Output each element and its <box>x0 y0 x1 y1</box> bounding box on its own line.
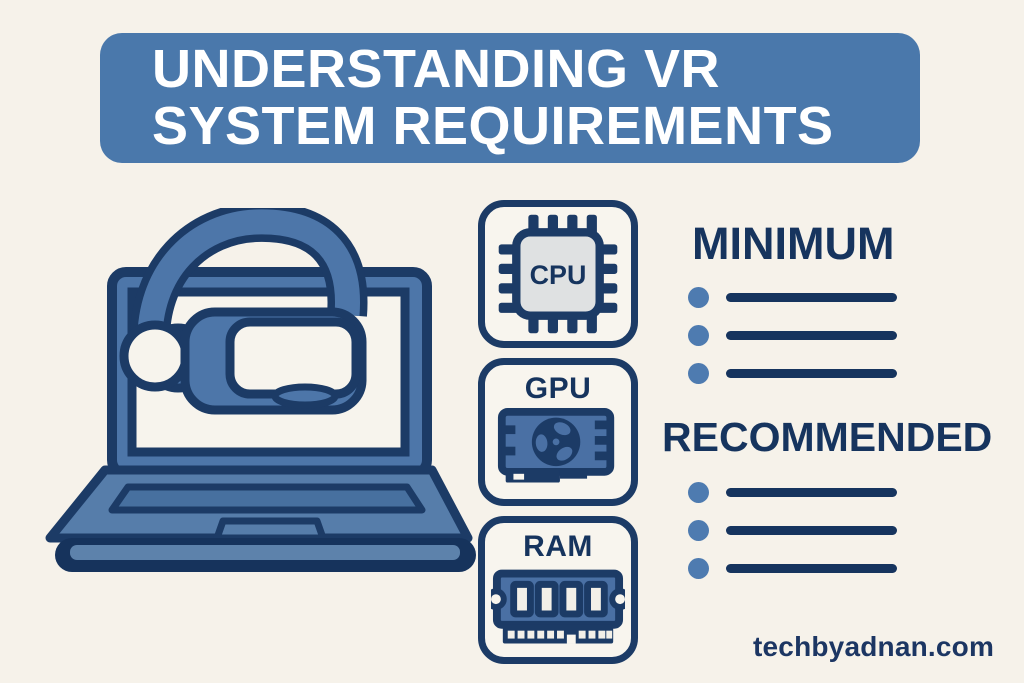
ram-box: RAM <box>478 516 638 664</box>
cpu-label: CPU <box>530 260 587 290</box>
cpu-box: CPU <box>478 200 638 348</box>
bullet-dot-icon <box>688 286 709 308</box>
gpu-label: GPU <box>524 372 592 405</box>
bullet-item <box>688 324 897 346</box>
placeholder-line <box>726 563 897 573</box>
minimum-heading: MINIMUM <box>692 218 895 269</box>
bullet-dot-icon <box>688 481 709 503</box>
bullet-item <box>688 481 992 503</box>
minimum-bullet-list <box>688 286 897 384</box>
gpu-box: GPU <box>478 358 638 506</box>
ram-stick-icon <box>491 569 625 644</box>
title-line-1: UNDERSTANDING VR <box>152 38 721 99</box>
cpu-chip-icon: CPU <box>498 214 618 334</box>
bullet-dot-icon <box>688 324 709 346</box>
bullet-dot-icon <box>688 557 709 579</box>
placeholder-line <box>726 368 897 378</box>
recommended-bullet-list <box>688 481 992 579</box>
bullet-item <box>688 557 992 579</box>
bullet-item <box>688 362 897 384</box>
recommended-section: RECOMMENDED <box>662 417 992 595</box>
bullet-dot-icon <box>688 362 709 384</box>
bullet-item <box>688 286 897 308</box>
ram-label: RAM <box>523 530 593 563</box>
placeholder-line <box>726 525 897 535</box>
bullet-dot-icon <box>688 519 709 541</box>
bullet-item <box>688 519 992 541</box>
gpu-card-icon <box>497 407 615 483</box>
recommended-heading: RECOMMENDED <box>662 414 993 460</box>
minimum-section: MINIMUM <box>688 221 897 400</box>
watermark: techbyadnan.com <box>753 631 995 662</box>
laptop-with-vr-headset-icon <box>45 201 476 572</box>
placeholder-line <box>726 330 897 340</box>
title-line-2: SYSTEM REQUIREMENTS <box>152 96 834 156</box>
laptop-vr-illustration <box>44 201 484 576</box>
title-banner: UNDERSTANDING VR SYSTEM REQUIREMENTS <box>100 33 920 163</box>
placeholder-line <box>726 292 897 302</box>
placeholder-line <box>726 487 897 497</box>
